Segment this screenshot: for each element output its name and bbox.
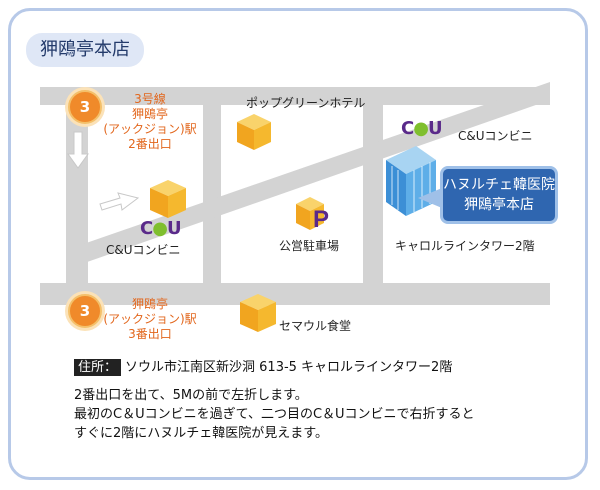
directions-line-2: 最初のC＆Uコンビニを過ぎて、二つ目のC＆Uコンビニで右折すると [74,407,475,422]
directions-line-3: すぐに2階にハヌルチェ韓医院が見えます。 [74,426,328,441]
exit-2-line-3: (アックジョン)駅 [103,122,197,136]
arrow-down-icon [67,131,89,169]
tower-label: キャロルラインタワー2階 [395,239,535,253]
cu-left-logo-icon: C●U [140,218,182,239]
road-diagonal [66,82,550,268]
hotel-label: ポップグリーンホテル [246,96,366,110]
directions-line-1: 2番出口を出て、5Mの前で左折します。 [74,388,308,403]
cube-cu-left-icon [150,180,186,218]
cube-parking-icon [296,197,324,230]
exit-2-label: 3号線 狎鴎亭 (アックジョン)駅 2番出口 [100,92,200,152]
tower-building-icon [386,146,436,216]
address-text: ソウル市江南区新沙洞 613-5 キャロルラインタワー2階 [125,360,453,375]
directions: 2番出口を出て、5Mの前で左折します。 最初のC＆Uコンビニを過ぎて、二つ目のC… [74,386,475,443]
callout-line-1: ハヌルチェ韓医院 [443,177,555,193]
callout-line-2: 狎鴎亭本店 [464,197,534,213]
cube-restaurant-icon [240,294,276,332]
cu-top-logo-icon: C●U [401,118,443,139]
exit-3-line-1: 狎鴎亭 [131,297,168,311]
exit-3-line-3: 3番出口 [128,327,172,341]
cu-top-label: C&Uコンビニ [458,129,533,143]
parking-icon: P [313,206,329,233]
exit-2-line-4: 2番出口 [128,137,172,151]
exit-3-label: 狎鴎亭 (アックジョン)駅 3番出口 [100,297,200,342]
roads [40,82,550,305]
road-east [363,87,383,305]
address: 住所：ソウル市江南区新沙洞 613-5 キャロルラインタワー2階 [74,356,453,376]
road-middle [203,87,221,305]
callout-pointer [418,188,442,208]
road-south [40,283,550,305]
exit-3-marker-icon: 3 [68,294,102,328]
parking-label: 公営駐車場 [279,239,340,253]
clinic-callout: ハヌルチェ韓医院 狎鴎亭本店 [440,166,558,224]
exit-2-marker-icon: 3 [68,90,102,124]
cu-left-label: C&Uコンビニ [106,243,181,257]
exit-3-line-2: (アックジョン)駅 [103,312,197,326]
direction-arrows [67,131,140,211]
road-north [40,87,550,105]
address-tag: 住所： [74,359,122,376]
exit-2-line-1: 3号線 [134,92,166,106]
restaurant-label: セマウル食堂 [279,319,352,333]
page-title: 狎鴎亭本店 [26,33,144,67]
cube-hotel-icon [237,114,271,150]
arrow-right-icon [99,192,140,211]
exit-2-line-2: 狎鴎亭 [131,107,168,121]
